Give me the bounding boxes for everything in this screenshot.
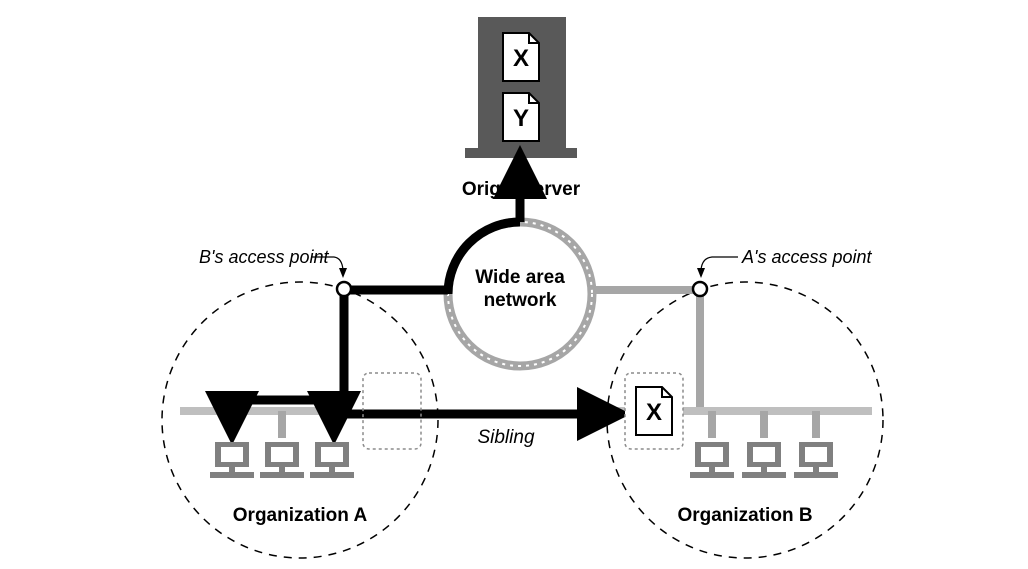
organization-a-computer-1-icon (210, 442, 254, 478)
document-x-label: X (513, 45, 529, 72)
document-y-label: Y (513, 105, 529, 132)
organization-a-computer-2-icon (260, 442, 304, 478)
request-path (205, 145, 547, 445)
organization-a-computer-3-icon (310, 442, 354, 478)
organization-b-computer-1-icon (690, 442, 734, 478)
b-access-point (335, 280, 353, 298)
organization-b-computer-3-icon (794, 442, 838, 478)
organization-b-label: Organization B (677, 505, 812, 526)
organization-a-bus (180, 407, 342, 438)
b-access-point-leader (312, 256, 344, 271)
organization-a-cache-box (362, 372, 422, 450)
sibling-cached-document-icon: X (635, 386, 673, 436)
document-x-icon: X (502, 32, 540, 82)
a-access-point (691, 280, 709, 298)
document-y-icon: Y (502, 92, 540, 142)
wan-label-line1: Wide area (475, 267, 565, 288)
organization-a-label: Organization A (233, 505, 368, 526)
a-access-point-label: A's access point (741, 247, 872, 267)
organization-b-computer-2-icon (742, 442, 786, 478)
b-access-point-label: B's access point (199, 247, 329, 267)
wan-label-line2: network (484, 290, 557, 311)
organization-b-boundary (606, 281, 884, 559)
b-access-point-leader-arrow-icon (339, 268, 347, 278)
organization-a-boundary (161, 281, 439, 559)
sibling-cached-document-label: X (646, 399, 662, 426)
a-access-point-leader (700, 256, 738, 271)
a-access-point-leader-arrow-icon (697, 268, 705, 278)
sibling-label: Sibling (477, 427, 534, 448)
